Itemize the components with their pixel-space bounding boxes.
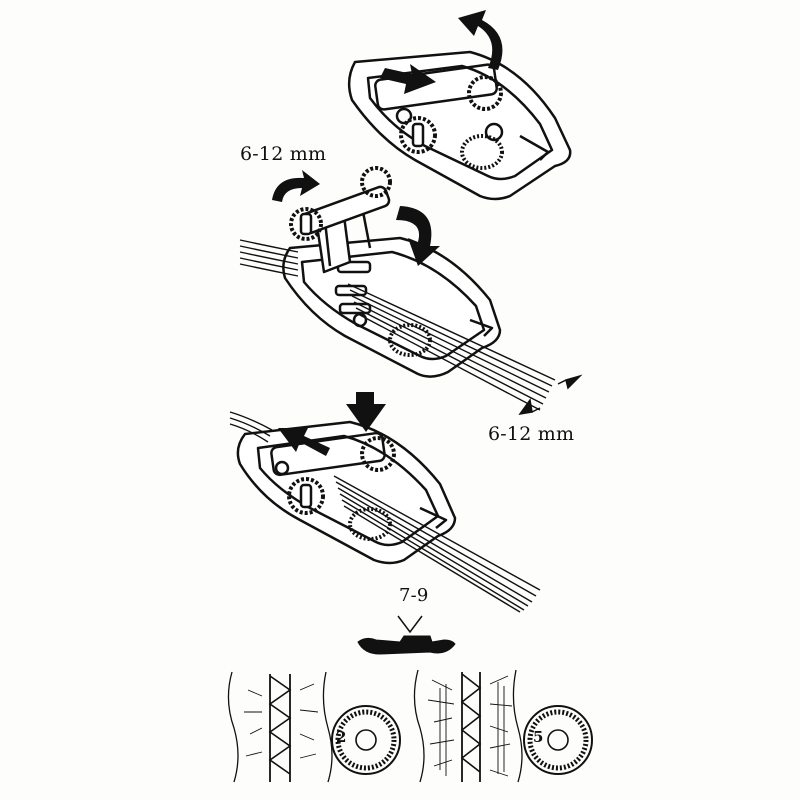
tension-dial-right [523,705,593,775]
gear-icon [360,436,396,472]
stitch-width-indicator [357,615,456,655]
stitch-width-label: 7-9 [399,585,429,606]
straight-arrow-icon [380,64,436,94]
measure-marker [518,374,583,416]
dial-value-left: 2 [336,728,347,746]
tension-dial-icon [460,122,504,170]
dial-value-right: 5 [533,728,544,746]
cord-bundle-step-2 [239,239,556,411]
curved-arrow-icon [272,170,320,202]
presser-foot-step-1 [347,50,572,201]
stitch-sample-right [413,669,523,783]
tension-dial-left [331,705,401,775]
gear-icon [287,477,325,515]
gear-icon [360,166,392,198]
straight-arrow-icon [278,428,330,456]
straight-arrow-icon [346,392,386,432]
gear-icon [467,75,503,111]
zigzag-stitch-icon [268,675,292,775]
curved-arrow-icon [458,10,503,70]
cord-length-label-top: 6-12 mm [240,143,327,165]
curved-arrow-icon [396,206,440,266]
cord-bundle-step-3 [229,411,541,613]
gear-icon [399,116,437,154]
gear-icon [289,207,323,241]
stitch-sample-left [227,671,333,783]
zigzag-stitch-icon [460,673,482,773]
cord-length-label-side: 6-12 mm [488,423,575,445]
